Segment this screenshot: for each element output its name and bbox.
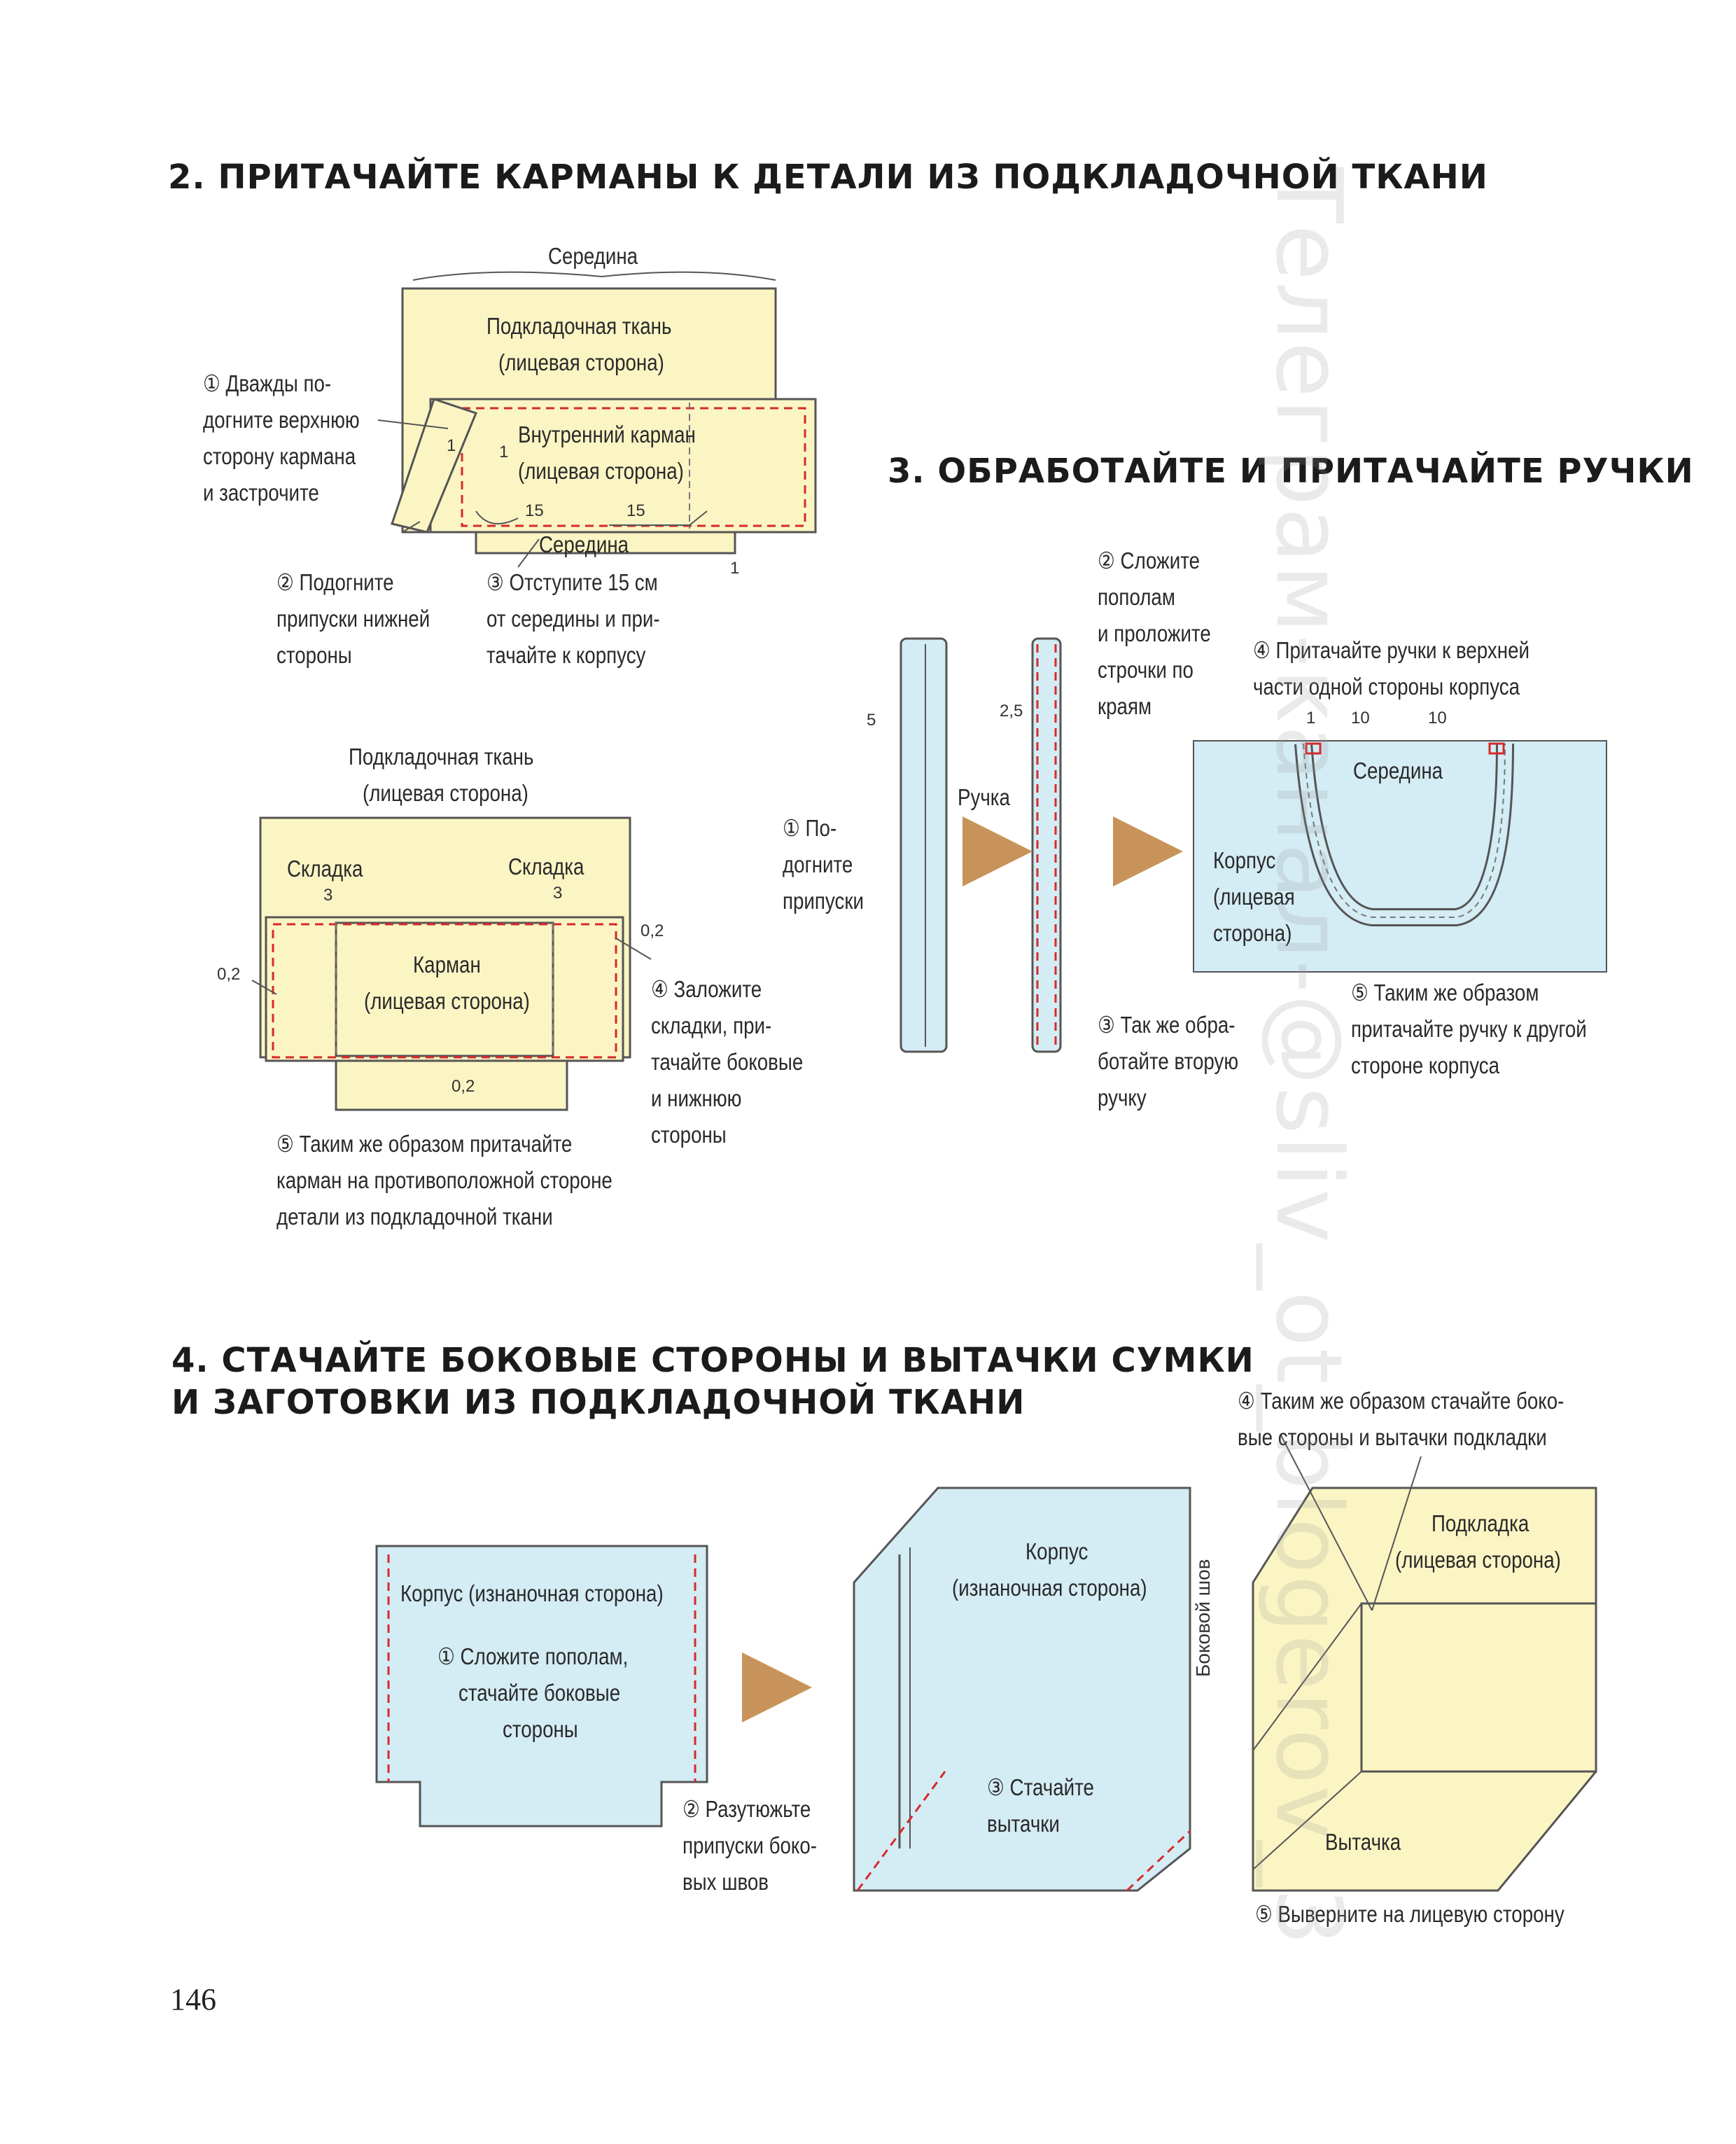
fig4-step1-line3: стороны: [503, 1716, 578, 1742]
fig4-step1-line2: стачайте боковые: [458, 1680, 621, 1706]
fig3-body-label-1: Корпус: [1213, 847, 1276, 873]
fig1-step1-line1: ① Дважды по-: [203, 370, 332, 396]
fig2-step4-line1: ④ Заложите: [651, 976, 762, 1002]
fig3-dim-1: 1: [1306, 709, 1316, 728]
fig3-dim-10b: 10: [1428, 709, 1447, 728]
fig4-step1-line1: ① Сложите пополам,: [438, 1643, 629, 1669]
fig4-body2-label-1: Корпус: [1026, 1538, 1088, 1564]
fig4-dart-label: Вытачка: [1325, 1829, 1401, 1855]
fig2-fold-left-label: Складка: [287, 856, 363, 882]
fig3-dim-10a: 10: [1351, 709, 1370, 728]
fig1-drawing: [377, 271, 817, 568]
fig3-step3-line1: ③ Так же обра-: [1098, 1012, 1236, 1038]
fig4-lining-label-1: Подкладка: [1432, 1510, 1530, 1536]
fig3-step1-line2: догните: [783, 851, 853, 877]
fig2-step5-line3: детали из подкладочной ткани: [276, 1204, 553, 1230]
fig2-step5-line1: ⑤ Таким же образом притачайте: [276, 1131, 573, 1157]
fig1-step2-line2: припуски нижней: [276, 606, 430, 632]
fig3-body-label-3: сторона): [1213, 920, 1292, 946]
fig1-pocket-label-2: (лицевая сторона): [518, 458, 684, 484]
fig4-step2-line2: припуски боко-: [682, 1832, 818, 1858]
fig3-step3-line3: ручку: [1098, 1085, 1147, 1111]
fig1-step1-line2: догните верхнюю: [203, 407, 360, 433]
fig4-step4-line2: вые стороны и вытачки подкладки: [1238, 1424, 1547, 1450]
fig3-step2-line5: краям: [1098, 693, 1152, 719]
fig3-step2-line2: пополам: [1098, 584, 1175, 610]
fig1-dim-15a: 15: [525, 501, 544, 520]
fig1-step3-line3: тачайте к корпусу: [486, 642, 646, 668]
fig2-step5-line2: карман на противоположной стороне: [276, 1167, 612, 1193]
fig1-lining-label-2: (лицевая сторона): [498, 349, 664, 375]
fig2-dim-02-left: 0,2: [217, 965, 241, 984]
fig1-step1-line4: и застрочите: [203, 480, 319, 506]
fig1-num-1b: 1: [499, 443, 509, 461]
fig3-step5-line1: ⑤ Таким же образом: [1351, 980, 1539, 1005]
fig4-step3-line1: ③ Стачайте: [987, 1774, 1094, 1800]
fig1-pocket-label-1: Внутренний карман: [518, 422, 696, 447]
fig2-dim-3a: 3: [323, 886, 333, 905]
fig1-num-1a: 1: [447, 436, 456, 455]
watermark: Телеграм-канал-@sliv_ot_blogerov_3: [1256, 167, 1362, 1947]
fig2-fold-right-label: Складка: [508, 854, 584, 879]
fig3-step1-line1: ① По-: [783, 815, 837, 841]
fig2-lining-label-1: Подкладочная ткань: [349, 744, 534, 770]
fig2-lining-label-2: (лицевая сторона): [363, 780, 528, 806]
fig2-drawing: [251, 816, 652, 1111]
page-number: 146: [170, 1982, 216, 2017]
fig3-step4-line1: ④ Притачайте ручки к верхней: [1253, 637, 1530, 663]
section-2-heading: 2. ПРИТАЧАЙТЕ КАРМАНЫ К ДЕТАЛИ ИЗ ПОДКЛА…: [168, 158, 1488, 197]
fig1-step2-line1: ② Подогните: [276, 569, 394, 595]
fig1-step3-line1: ③ Отступите 15 см: [486, 569, 658, 595]
section-4-heading-line2: И ЗАГОТОВКИ ИЗ ПОДКЛАДОЧНОЙ ТКАНИ: [172, 1383, 1026, 1422]
fig1-dim-15b: 15: [626, 501, 645, 520]
fig2-step4-line2: складки, при-: [651, 1012, 772, 1038]
fig2-pocket-label-1: Карман: [413, 952, 481, 977]
fig4-step2-line3: вых швов: [682, 1869, 769, 1895]
fig3-handle-label: Ручка: [958, 784, 1010, 810]
fig3-step5-line3: стороне корпуса: [1351, 1052, 1500, 1078]
fig3-step2-line3: и проложите: [1098, 620, 1211, 646]
fig2-step4-line5: стороны: [651, 1122, 727, 1148]
fig4-body-wrong-label: Корпус (изнаночная сторона): [400, 1580, 664, 1606]
fig4-step5: ⑤ Выверните на лицевую сторону: [1255, 1901, 1564, 1927]
fig1-step3-line2: от середины и при-: [486, 606, 660, 632]
fig4-step3-line2: вытачки: [987, 1811, 1060, 1837]
fig2-dim-3b: 3: [553, 884, 563, 903]
fig3-step2-line4: строчки по: [1098, 657, 1194, 683]
fig3-dim-5: 5: [867, 711, 876, 730]
fig1-middle-top-label: Середина: [548, 243, 638, 269]
fig3-step2-line1: ② Сложите: [1098, 548, 1200, 573]
fig3-step1-line3: припуски: [783, 888, 864, 914]
fig2-dim-02-right: 0,2: [640, 921, 664, 940]
fig4-drawing: [375, 1435, 1597, 1892]
section-4-heading-line1: 4. СТАЧАЙТЕ БОКОВЫЕ СТОРОНЫ И ВЫТАЧКИ СУ…: [172, 1341, 1254, 1380]
fig2-step4-line4: и нижнюю: [651, 1085, 742, 1111]
section-3-heading: 3. ОБРАБОТАЙТЕ И ПРИТАЧАЙТЕ РУЧКИ: [888, 452, 1694, 491]
fig3-step4-line2: части одной стороны корпуса: [1253, 674, 1520, 699]
fig4-body2-label-2: (изнаночная сторона): [952, 1575, 1147, 1601]
fig3-drawing: [899, 637, 1607, 1053]
fig2-pocket-label-2: (лицевая сторона): [364, 988, 530, 1014]
fig3-step5-line2: притачайте ручку к другой: [1351, 1016, 1587, 1042]
fig1-num-1c: 1: [730, 559, 740, 578]
fig4-side-seam-label: Боковой шов: [1192, 1559, 1214, 1677]
fig4-lining-label-2: (лицевая сторона): [1395, 1547, 1561, 1573]
fig1-step1-line3: сторону кармана: [203, 443, 356, 469]
fig4-step2-line1: ② Разутюжьте: [682, 1796, 811, 1822]
fig2-dim-02-bottom: 0,2: [451, 1077, 475, 1096]
fig1-step2-line3: стороны: [276, 642, 352, 668]
fig3-body-label-2: (лицевая: [1213, 884, 1295, 910]
fig1-middle-bottom-label: Середина: [539, 531, 629, 557]
fig3-middle-label: Середина: [1353, 758, 1443, 784]
fig3-step3-line2: ботайте вторую: [1098, 1048, 1239, 1074]
fig1-lining-label-1: Подкладочная ткань: [486, 313, 672, 339]
fig2-step4-line3: тачайте боковые: [651, 1049, 804, 1075]
fig4-step4-line1: ④ Таким же образом стачайте боко-: [1238, 1388, 1564, 1414]
fig3-dim-25: 2,5: [1000, 702, 1023, 721]
